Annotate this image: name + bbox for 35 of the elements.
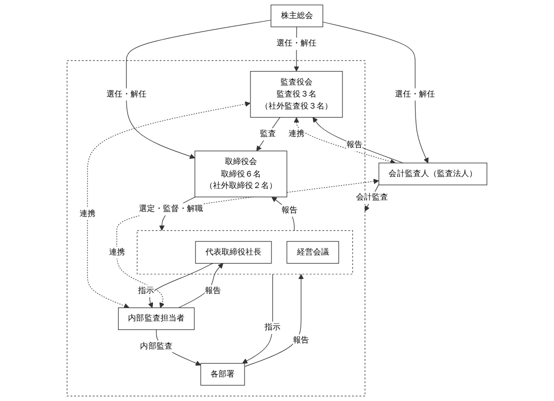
edge-label: 内部監査: [140, 342, 172, 351]
edge-label: 選任・解任: [276, 38, 317, 48]
arrow: [126, 20, 272, 159]
node-box: 内部監査担当者: [118, 307, 195, 330]
arrow: [244, 274, 304, 367]
edge-label: 報告: [204, 286, 221, 296]
edge-label: 連携: [288, 129, 304, 139]
arrow: [312, 117, 404, 164]
arrow: [294, 117, 396, 164]
node-box: 各部署: [200, 363, 245, 386]
edge-label: 報告: [293, 336, 310, 345]
edge-label: 連携: [108, 248, 125, 257]
edge-label: 報告: [346, 140, 362, 150]
edge-label: 選任・解任: [395, 90, 436, 99]
edge-label: 会計監査: [356, 192, 388, 202]
edge-label: 選定・監督・解職: [138, 204, 204, 214]
node-box: 経営会議: [286, 241, 340, 264]
arrow: [256, 117, 280, 152]
node-box: 取締役会 取締役６名 （社外取締役２名）: [194, 150, 288, 198]
node-box: 監査役会 監査役３名 （社外監査役３名）: [250, 71, 343, 118]
node-box: 会計監査人（監査法人）: [378, 162, 488, 186]
edge-label: 指示: [264, 322, 281, 332]
arrow: [178, 263, 224, 308]
arrow: [148, 263, 213, 308]
edge-label: 監査: [260, 129, 276, 139]
edge-label: 連携: [79, 208, 96, 218]
cluster: [136, 230, 353, 274]
node-box: 代表取締役社長: [195, 241, 272, 264]
edge-label: 報告: [282, 206, 298, 215]
arrow: [242, 274, 273, 364]
edge-label: 選任・解任: [106, 90, 146, 99]
edge-label: 指示: [138, 286, 154, 296]
node-box: 株主総会: [270, 4, 324, 28]
arrow: [87, 101, 250, 308]
arrow: [322, 22, 428, 164]
